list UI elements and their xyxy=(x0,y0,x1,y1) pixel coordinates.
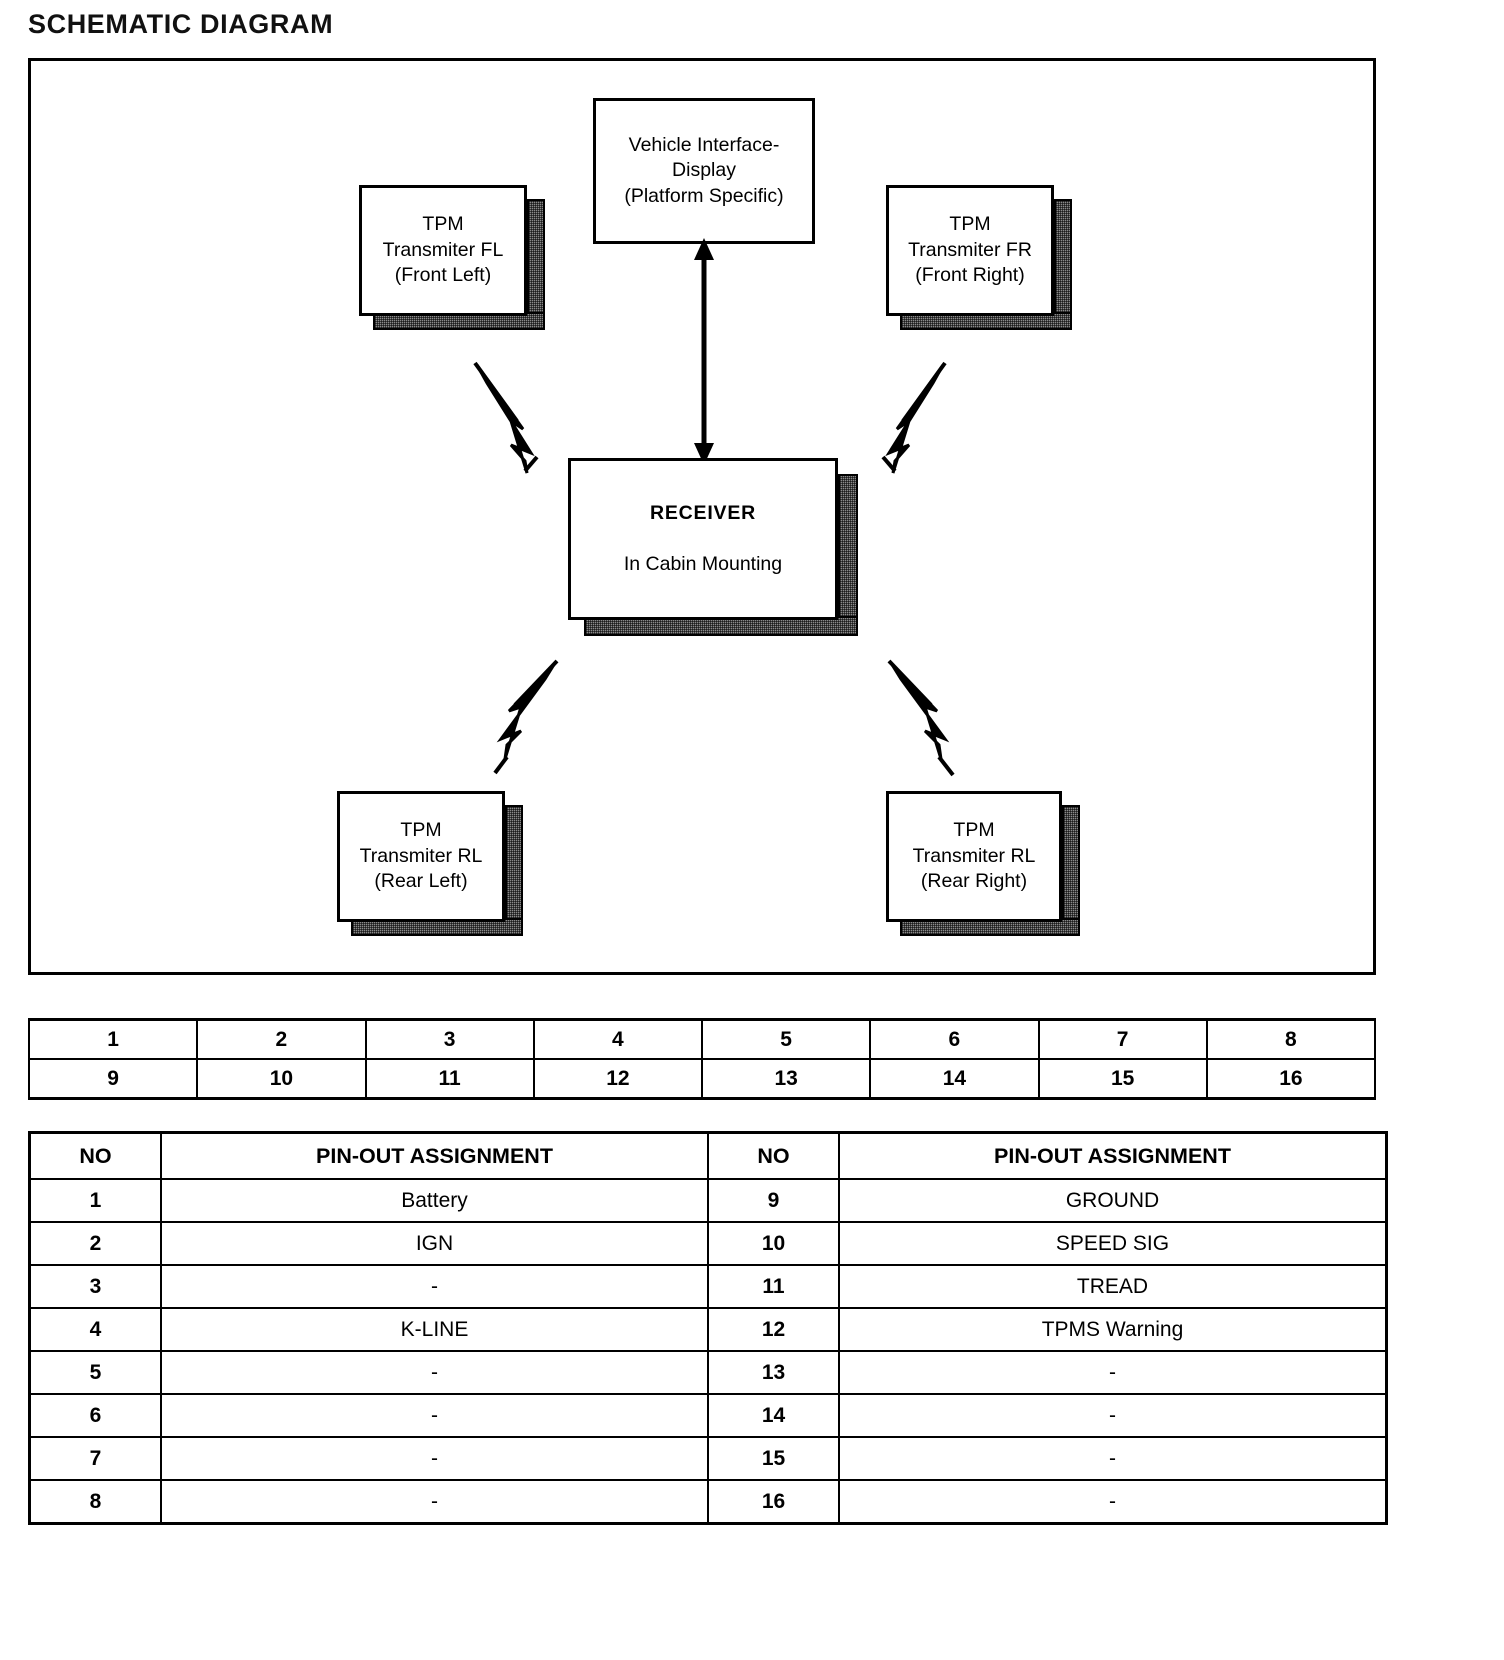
pinout-header-no-left: NO xyxy=(28,1131,162,1180)
table-row: 5 - 13 - xyxy=(28,1350,1388,1395)
pin-assign: SPEED SIG xyxy=(838,1221,1388,1266)
tpm-fr-line-2: Transmiter FR xyxy=(908,238,1032,261)
display-line-3: (Platform Specific) xyxy=(624,184,784,207)
pin-cell: 13 xyxy=(700,1058,872,1100)
tpm-transmitter-rl-box: TPM Transmiter RL (Rear Left) xyxy=(337,791,505,922)
pin-no: 10 xyxy=(707,1221,840,1266)
pin-no: 1 xyxy=(28,1178,162,1223)
pin-assign: K-LINE xyxy=(160,1307,709,1352)
pin-cell: 8 xyxy=(1205,1018,1377,1060)
rf-lightning-rear-left-icon xyxy=(493,659,559,775)
tpm-transmitter-fr-box: TPM Transmiter FR (Front Right) xyxy=(886,185,1054,316)
pin-grid-row-top: 1 2 3 4 5 6 7 8 xyxy=(27,1018,1377,1060)
tpm-fl-line-3: (Front Left) xyxy=(394,264,492,287)
pin-cell: 14 xyxy=(869,1058,1040,1100)
pinout-assignment-table: NO PIN-OUT ASSIGNMENT NO PIN-OUT ASSIGNM… xyxy=(28,1131,1388,1525)
pin-no: 9 xyxy=(707,1178,840,1223)
rf-lightning-rear-right-icon xyxy=(887,659,955,777)
pin-cell: 6 xyxy=(869,1018,1040,1060)
pin-no: 3 xyxy=(28,1264,162,1309)
pin-assign: - xyxy=(160,1264,709,1309)
pin-no: 5 xyxy=(28,1350,162,1395)
pin-assign: Battery xyxy=(160,1178,709,1223)
table-row: 6 - 14 - xyxy=(28,1393,1388,1438)
pinout-header-row: NO PIN-OUT ASSIGNMENT NO PIN-OUT ASSIGNM… xyxy=(28,1131,1388,1180)
pin-no: 15 xyxy=(707,1436,840,1481)
table-row: 3 - 11 TREAD xyxy=(28,1264,1388,1309)
tpm-transmitter-fl-box: TPM Transmiter FL (Front Left) xyxy=(359,185,527,316)
pin-assign: - xyxy=(838,1436,1388,1481)
pin-no: 13 xyxy=(707,1350,840,1395)
table-row: 1 Battery 9 GROUND xyxy=(28,1178,1388,1223)
pin-assign: - xyxy=(160,1393,709,1438)
tpm-rl-line-1: TPM xyxy=(400,819,442,842)
pin-cell: 12 xyxy=(532,1058,704,1100)
pin-no: 7 xyxy=(28,1436,162,1481)
pin-no: 6 xyxy=(28,1393,162,1438)
pin-no: 4 xyxy=(28,1307,162,1352)
tpm-fl-line-1: TPM xyxy=(422,213,464,236)
table-row: 2 IGN 10 SPEED SIG xyxy=(28,1221,1388,1266)
pinout-header-assign-left: PIN-OUT ASSIGNMENT xyxy=(160,1131,709,1180)
table-row: 7 - 15 - xyxy=(28,1436,1388,1481)
table-row: 8 - 16 - xyxy=(28,1479,1388,1525)
pin-assign: - xyxy=(838,1393,1388,1438)
rf-lightning-front-right-icon xyxy=(881,361,947,474)
pin-cell: 2 xyxy=(196,1018,367,1060)
pin-cell: 7 xyxy=(1037,1018,1208,1060)
tpm-fr-line-3: (Front Right) xyxy=(915,264,1025,287)
tpm-rr-line-3: (Rear Right) xyxy=(920,870,1028,893)
pin-cell: 15 xyxy=(1037,1058,1208,1100)
pin-assign: - xyxy=(160,1436,709,1481)
tpm-rl-line-3: (Rear Left) xyxy=(374,870,468,893)
pin-assign: TPMS Warning xyxy=(838,1307,1388,1352)
pin-cell: 4 xyxy=(532,1018,704,1060)
pin-cell: 16 xyxy=(1205,1058,1377,1100)
pinout-header-assign-right: PIN-OUT ASSIGNMENT xyxy=(838,1131,1388,1180)
pin-cell: 3 xyxy=(364,1018,535,1060)
pin-assign: - xyxy=(838,1350,1388,1395)
vehicle-interface-display-box: Vehicle Interface- Display (Platform Spe… xyxy=(593,98,815,244)
pin-assign: IGN xyxy=(160,1221,709,1266)
pin-cell: 9 xyxy=(27,1058,199,1100)
tpm-fl-line-2: Transmiter FL xyxy=(382,238,504,261)
tpm-transmitter-rr-box: TPM Transmiter RL (Rear Right) xyxy=(886,791,1062,922)
display-line-1: Vehicle Interface- xyxy=(628,133,780,156)
pin-cell: 11 xyxy=(364,1058,535,1100)
pin-no: 2 xyxy=(28,1221,162,1266)
pin-assign: GROUND xyxy=(838,1178,1388,1223)
table-row: 4 K-LINE 12 TPMS Warning xyxy=(28,1307,1388,1352)
pin-assign: - xyxy=(160,1479,709,1525)
pin-number-grid: 1 2 3 4 5 6 7 8 9 10 11 12 13 14 15 16 xyxy=(27,1018,1377,1100)
pin-no: 16 xyxy=(707,1479,840,1525)
tpm-rr-line-2: Transmiter RL xyxy=(912,844,1036,867)
receiver-line-2: In Cabin Mounting xyxy=(623,553,783,575)
page-title: SCHEMATIC DIAGRAM xyxy=(28,9,334,39)
pinout-header-no-right: NO xyxy=(707,1131,840,1180)
display-line-2: Display xyxy=(672,159,736,182)
pin-cell: 5 xyxy=(700,1018,872,1060)
tpm-fr-line-1: TPM xyxy=(949,213,991,236)
tpm-rr-line-1: TPM xyxy=(953,819,995,842)
schematic-frame: Vehicle Interface- Display (Platform Spe… xyxy=(28,58,1376,975)
rf-lightning-front-left-icon xyxy=(473,361,539,474)
pin-cell: 1 xyxy=(27,1018,199,1060)
pin-no: 11 xyxy=(707,1264,840,1309)
pin-no: 8 xyxy=(28,1479,162,1525)
pin-assign: TREAD xyxy=(838,1264,1388,1309)
tpm-rl-line-2: Transmiter RL xyxy=(359,844,483,867)
pin-cell: 10 xyxy=(196,1058,367,1100)
receiver-line-1: RECEIVER xyxy=(649,501,757,524)
receiver-box: RECEIVER In Cabin Mounting xyxy=(568,458,838,620)
pin-grid-row-bottom: 9 10 11 12 13 14 15 16 xyxy=(27,1058,1377,1100)
pin-assign: - xyxy=(160,1350,709,1395)
display-receiver-bidirectional-arrow xyxy=(694,238,714,465)
pinout-body: 1 Battery 9 GROUND 2 IGN 10 SPEED SIG 3 … xyxy=(28,1178,1388,1525)
pin-no: 12 xyxy=(707,1307,840,1352)
pin-assign: - xyxy=(838,1479,1388,1525)
pin-no: 14 xyxy=(707,1393,840,1438)
